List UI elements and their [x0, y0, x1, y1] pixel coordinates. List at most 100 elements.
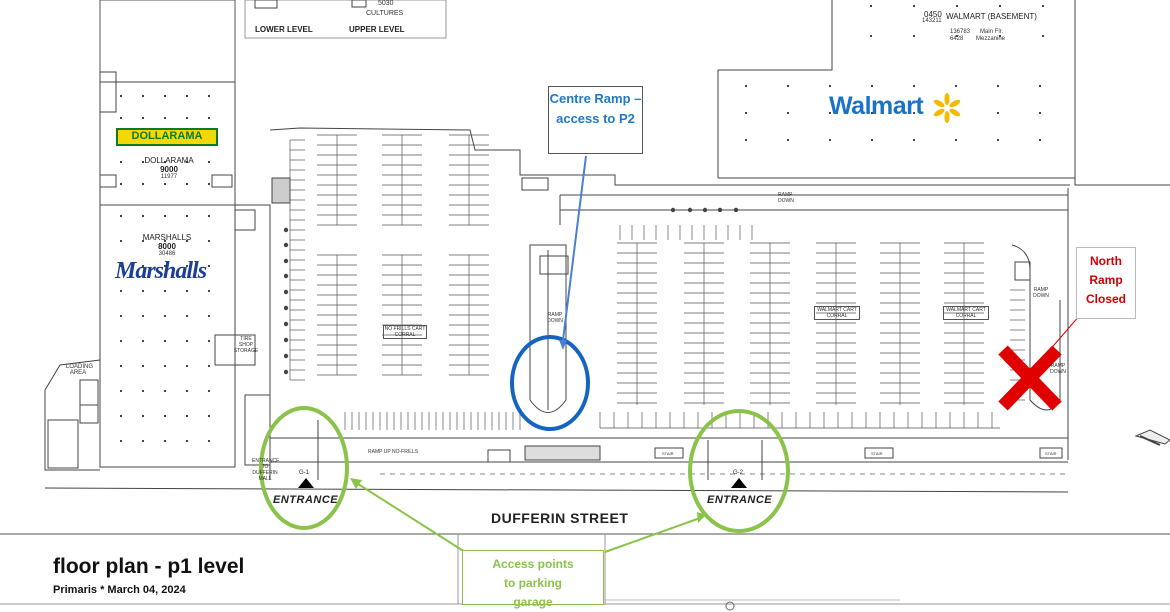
- column-dot: [997, 85, 999, 87]
- centre-ramp-down-label: RAMP DOWN: [547, 312, 563, 324]
- nofrills-corral: NO FRILLS CART CORRAL: [383, 325, 427, 339]
- ramp-up-label: RAMP UP NO-FRILLS: [368, 449, 419, 455]
- entrance-g1-marker: [298, 478, 314, 488]
- column-dot: [186, 240, 188, 242]
- dollarama-logo-text: DOLLARAMA: [131, 130, 203, 142]
- column-dot: [120, 161, 122, 163]
- marshalls-unit: 8000: [158, 242, 176, 251]
- column-dot: [142, 390, 144, 392]
- column-dot: [208, 265, 210, 267]
- tire-storage-label: TIRE SHOP STORAGE: [233, 336, 259, 354]
- stair-label-3: STAIR: [1045, 451, 1057, 456]
- column-dot: [142, 215, 144, 217]
- column-dot: [142, 265, 144, 267]
- column-dot: [164, 161, 166, 163]
- column-dot: [142, 183, 144, 185]
- access-points-callout-text: Access points to parking garage: [492, 557, 574, 609]
- north-ramp-callout: North Ramp Closed: [1076, 247, 1136, 319]
- column-dot: [120, 365, 122, 367]
- column-dot: [164, 215, 166, 217]
- column-dot: [186, 340, 188, 342]
- column-dot: [787, 139, 789, 141]
- column-dot: [164, 240, 166, 242]
- column-dot: [208, 340, 210, 342]
- column-dot: [164, 415, 166, 417]
- north-ramp-down-label: RAMP DOWN: [1033, 287, 1049, 299]
- north-ramp-down-label-2: RAMP DOWN: [1050, 363, 1066, 375]
- column-dot: [208, 117, 210, 119]
- accessible-parking-icon: [283, 321, 289, 327]
- north-ramp-pointer: [1047, 314, 1081, 353]
- accessible-parking-icon: [283, 369, 289, 375]
- walmart-spark-icon: [933, 93, 961, 123]
- column-dot: [186, 415, 188, 417]
- column-dot: [164, 265, 166, 267]
- column-dot: [997, 112, 999, 114]
- column-dot: [164, 95, 166, 97]
- column-dot: [870, 5, 872, 7]
- column-dot: [829, 85, 831, 87]
- walmart-corral-2: WALMART CART CORRAL: [943, 306, 989, 320]
- column-dot: [142, 117, 144, 119]
- accessible-parking-icon: [670, 207, 676, 213]
- page-subtitle: Primaris * March 04, 2024: [53, 584, 186, 596]
- column-dot: [997, 139, 999, 141]
- entrance-g2-marker: [731, 478, 747, 488]
- column-dot: [871, 85, 873, 87]
- legend-upper-level: UPPER LEVEL: [349, 25, 405, 34]
- column-dot: [956, 35, 958, 37]
- dollarama-unit: 9000: [160, 165, 178, 174]
- entrance-g1-label[interactable]: ENTRANCE: [273, 494, 339, 506]
- column-dot: [208, 290, 210, 292]
- legend-cultures: CULTURES: [366, 10, 404, 17]
- column-dot: [955, 139, 957, 141]
- column-dot: [142, 240, 144, 242]
- walmart-corral-1: WALMART CART CORRAL: [814, 306, 860, 320]
- column-dot: [186, 117, 188, 119]
- column-dot: [142, 415, 144, 417]
- accessible-parking-icon: [283, 242, 289, 248]
- page-title: floor plan - p1 level: [53, 555, 245, 578]
- column-dot: [186, 290, 188, 292]
- column-dot: [913, 112, 915, 114]
- stair-label-1: STAIR: [662, 451, 674, 456]
- entrance-g2-label[interactable]: ENTRANCE: [707, 494, 773, 506]
- column-dot: [120, 290, 122, 292]
- column-dot: [186, 161, 188, 163]
- marshalls-store-name: MARSHALLS: [142, 233, 192, 242]
- column-dot: [164, 290, 166, 292]
- marshalls-logo[interactable]: Marshalls: [115, 258, 207, 284]
- entrance-g1-highlight: [259, 406, 349, 530]
- column-dot: [745, 112, 747, 114]
- legend-unit-5030: 5030: [378, 0, 394, 7]
- column-dot: [870, 35, 872, 37]
- column-dot: [1039, 85, 1041, 87]
- column-dot: [208, 415, 210, 417]
- column-dot: [956, 5, 958, 7]
- column-dot: [913, 139, 915, 141]
- column-dot: [142, 315, 144, 317]
- accessible-parking-icon: [283, 258, 289, 264]
- column-dot: [186, 183, 188, 185]
- column-dot: [787, 85, 789, 87]
- walmart-logo[interactable]: Walmart: [829, 92, 924, 120]
- dollarama-store-name: DOLLARAMA: [144, 156, 194, 165]
- column-dot: [829, 112, 831, 114]
- column-dot: [787, 112, 789, 114]
- column-dot: [186, 315, 188, 317]
- centre-ramp-highlight: [510, 335, 590, 431]
- column-dot: [120, 265, 122, 267]
- column-dot: [186, 440, 188, 442]
- access-points-callout: Access points to parking garage: [462, 550, 604, 609]
- column-dot: [120, 390, 122, 392]
- column-dot: [164, 440, 166, 442]
- column-dot: [120, 440, 122, 442]
- accessible-parking-icon: [283, 227, 289, 233]
- dollarama-logo[interactable]: DOLLARAMA: [116, 128, 218, 146]
- accessible-parking-icon: [283, 337, 289, 343]
- column-dot: [142, 340, 144, 342]
- column-dot: [913, 85, 915, 87]
- north-ramp-closed-icon: [998, 345, 1062, 411]
- column-dot: [142, 95, 144, 97]
